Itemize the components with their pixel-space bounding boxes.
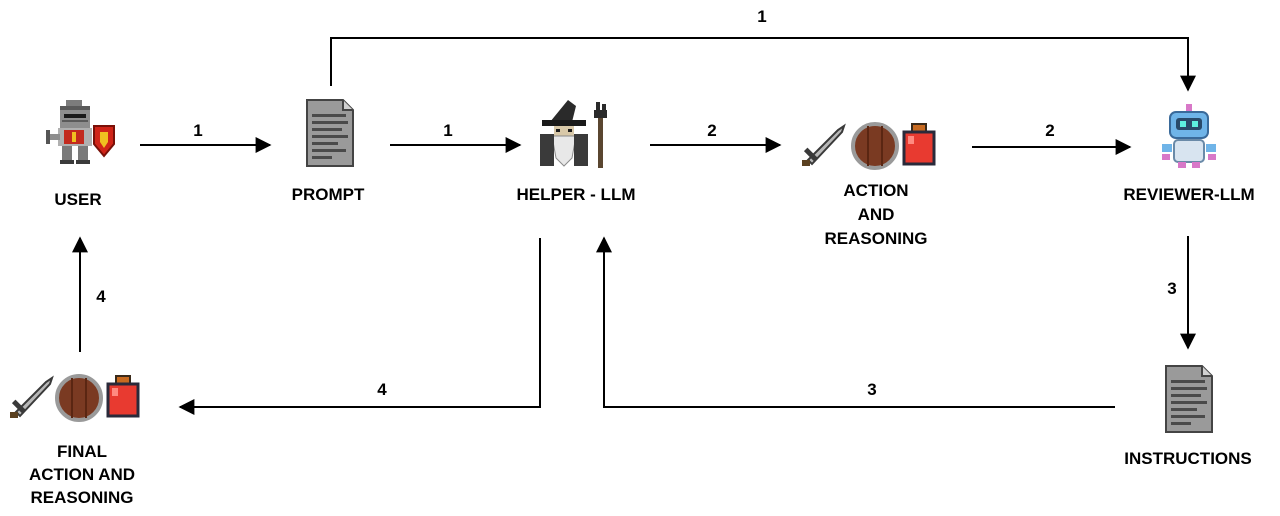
robot-icon xyxy=(1162,104,1216,168)
node-label-instructions: INSTRUCTIONS xyxy=(1124,449,1252,468)
edge-label-helper-to-final: 4 xyxy=(377,380,387,399)
edge-instructions-to-helper: 3 xyxy=(596,236,1115,408)
wizard-icon xyxy=(540,100,607,168)
edge-label-prompt-to-helper: 1 xyxy=(443,121,452,140)
node-label-action-line-1: ACTION xyxy=(843,181,908,200)
knight-icon xyxy=(46,100,115,164)
icon-group xyxy=(10,374,140,422)
edge-label-final-to-user: 4 xyxy=(96,287,106,306)
edge-user-to-prompt: 1 xyxy=(140,121,272,153)
edge-label-helper-to-action: 2 xyxy=(707,121,716,140)
edge-label-action-to-reviewer: 2 xyxy=(1045,121,1054,140)
node-label-prompt: PROMPT xyxy=(292,185,365,204)
node-label-action-line-2: AND xyxy=(858,205,895,224)
node-instructions: INSTRUCTIONS xyxy=(1124,365,1252,468)
node-label-final-line-1: FINAL xyxy=(57,442,107,461)
node-label-final-line-3: REASONING xyxy=(31,488,134,507)
document-icon xyxy=(306,99,354,167)
edge-helper-to-final: 4 xyxy=(178,238,541,415)
potion-icon xyxy=(902,123,936,166)
sword-icon xyxy=(10,375,54,418)
edge-prompt-to-helper: 1 xyxy=(390,121,522,153)
icon-group xyxy=(802,122,936,170)
document-icon xyxy=(1165,365,1213,433)
node-label-user: USER xyxy=(54,190,101,209)
shield-icon xyxy=(851,122,899,170)
node-label-reviewer: REVIEWER-LLM xyxy=(1123,185,1254,204)
node-label-helper: HELPER - LLM xyxy=(517,185,636,204)
edge-helper-to-action: 2 xyxy=(650,121,782,153)
node-final: FINAL ACTION AND REASONING xyxy=(10,374,140,507)
edge-prompt-to-reviewer: 1 xyxy=(330,7,1196,92)
edge-label-reviewer-to-instructions: 3 xyxy=(1167,279,1176,298)
sword-icon xyxy=(802,123,846,166)
shield-icon xyxy=(55,374,103,422)
potion-icon xyxy=(106,375,140,418)
node-reviewer: REVIEWER-LLM xyxy=(1123,104,1255,204)
node-prompt: PROMPT xyxy=(292,99,365,204)
edge-action-to-reviewer: 2 xyxy=(972,121,1132,155)
node-action: ACTION AND REASONING xyxy=(802,122,936,248)
edge-final-to-user: 4 xyxy=(72,236,106,352)
node-helper: HELPER - LLM xyxy=(517,100,636,204)
node-label-action-line-3: REASONING xyxy=(825,229,928,248)
edge-label-user-to-prompt: 1 xyxy=(193,121,202,140)
edge-reviewer-to-instructions: 3 xyxy=(1167,236,1196,350)
edge-label-prompt-to-reviewer: 1 xyxy=(757,7,766,26)
node-label-final-line-2: ACTION AND xyxy=(29,465,135,484)
node-user: USER xyxy=(46,100,115,209)
edge-label-instructions-to-helper: 3 xyxy=(867,380,876,399)
